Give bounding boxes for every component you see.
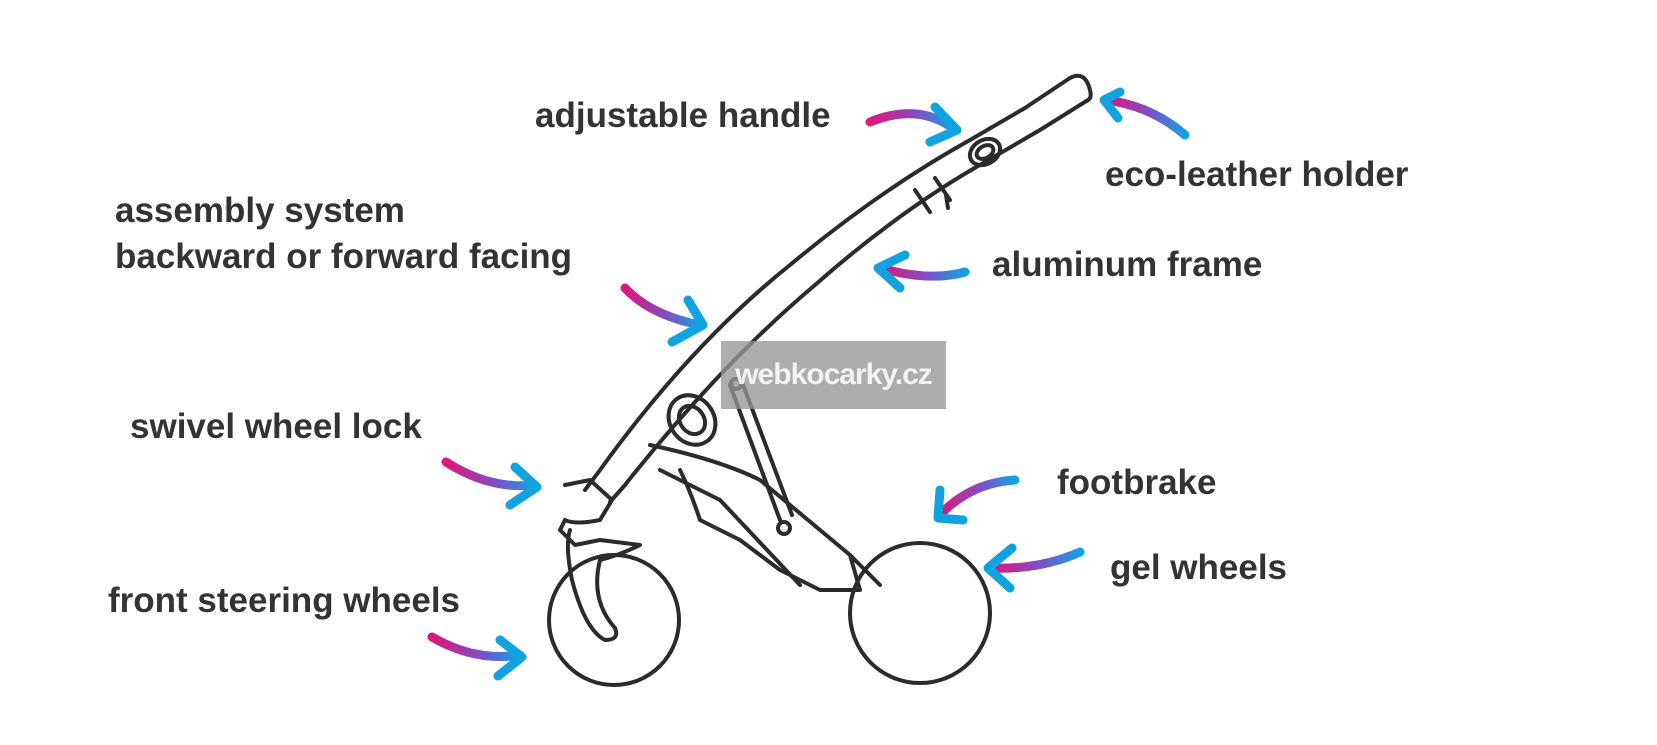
front-fork [558, 478, 642, 642]
handle-joint [967, 136, 1003, 168]
label-front-steering-wheels: front steering wheels [108, 581, 461, 620]
watermark: webkocarky.cz [721, 341, 946, 409]
frame-tube-lower [608, 98, 1090, 504]
arrow-gel-wheels [983, 543, 1085, 593]
label-footbrake: footbrake [1057, 463, 1217, 502]
label-swivel-wheel-lock: swivel wheel lock [130, 407, 422, 446]
label-backward-forward-facing: backward or forward facing [115, 237, 573, 276]
label-adjustable-handle: adjustable handle [535, 96, 831, 135]
arrow-adjustable-handle [865, 102, 962, 147]
arrow-eco-leather-holder [1099, 87, 1190, 140]
lower-chassis [648, 443, 862, 592]
front-wheel [547, 553, 681, 687]
watermark-text: webkocarky.cz [735, 358, 933, 391]
label-gel-wheels: gel wheels [1110, 548, 1288, 587]
frame-tube-upper [583, 76, 1072, 492]
arrow-footbrake [933, 475, 1020, 525]
label-eco-leather-holder: eco-leather holder [1105, 155, 1409, 194]
holder-sleeve [913, 176, 952, 214]
arrow-aluminum-frame [873, 250, 970, 293]
label-assembly-system: assembly system [115, 191, 405, 230]
arrow-assembly-system [620, 283, 708, 347]
fold-hinge [666, 393, 718, 447]
label-aluminum-frame: aluminum frame [992, 245, 1263, 284]
rear-wheel [848, 541, 992, 685]
handle-end-cap [1068, 73, 1093, 102]
arrow-front-steering-wheels [427, 632, 527, 681]
arrow-swivel-wheel-lock [441, 457, 542, 510]
callout-arrows [427, 87, 1190, 681]
